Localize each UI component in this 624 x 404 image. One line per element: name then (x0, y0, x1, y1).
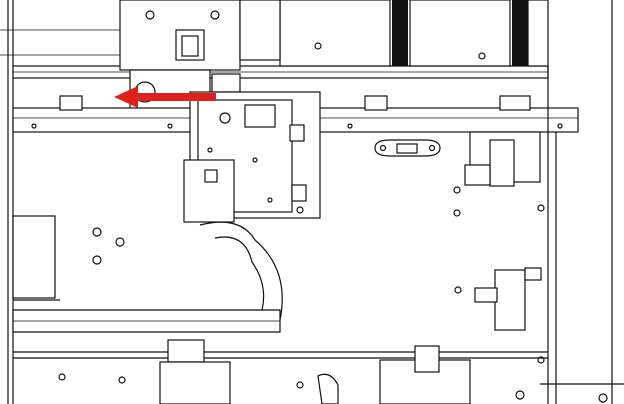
left-panel (12, 215, 125, 301)
right-frame (537, 0, 624, 404)
valve (454, 267, 542, 331)
switch-bracket (374, 139, 441, 157)
red-arrow-left (114, 86, 216, 108)
carriage (119, 0, 281, 111)
direction-arrow (114, 86, 216, 108)
bottom-assembly (13, 339, 548, 404)
motor (453, 131, 541, 217)
circuit-board (183, 91, 321, 223)
cable-chain (12, 221, 283, 333)
left-frame (0, 0, 120, 404)
